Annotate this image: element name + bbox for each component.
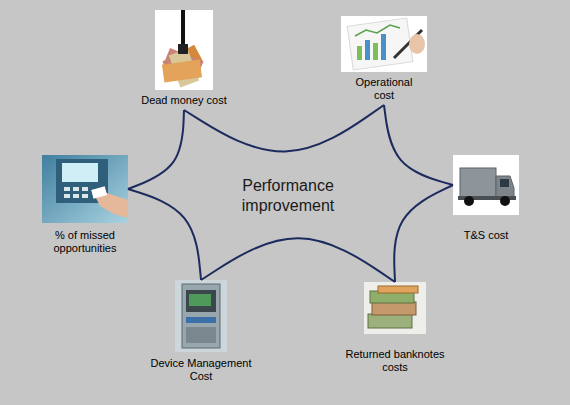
connector-curve [184,105,384,152]
picture-slot [453,155,519,215]
truck-wheel [500,196,510,206]
atm-key [73,187,79,191]
center-label: Performance improvement [228,176,348,216]
node-caption: Dead money cost [141,94,227,107]
device-cabinet [182,284,220,348]
picture-node: Device Management Cost [146,280,256,386]
banknote [162,59,202,82]
photo-ground [175,280,227,352]
device-board [189,294,211,306]
node-caption: % of missed opportunities [45,229,125,255]
atm-screen [62,163,98,182]
connector-curve [201,238,395,282]
dead-money-picture [155,10,213,90]
hand [409,34,425,54]
connector-curve [128,110,184,189]
banknote-stack [378,286,418,293]
chart-bar [373,43,378,60]
photo-ground [364,282,426,334]
truck-window [500,179,509,187]
node-caption: Device Management Cost [146,357,256,383]
atm-key [82,194,88,198]
banknotes-picture [364,282,426,334]
photo-ground [453,155,519,215]
photo-ground [155,10,213,90]
photo-ground [341,16,427,72]
connector-curve [128,189,201,280]
node-caption: T&S cost [453,229,519,242]
atm-panel [56,159,108,203]
cord [181,10,185,48]
truck-picture [453,155,519,215]
device-slot [186,317,216,323]
device-picture [175,280,227,352]
picture-node: % of missed opportunities [42,155,128,258]
connector-curve [384,105,453,185]
atm-picture [42,155,128,223]
picture-node: Dead money cost [141,10,227,110]
picture-slot [364,282,426,334]
connector-curve [394,185,453,282]
node-caption: Returned banknotes costs [340,348,450,374]
atm-key [64,194,70,198]
chart-line [355,25,400,36]
chart-bar [365,40,370,60]
picture-slot [341,16,427,72]
picture-node: T&S cost [453,155,519,245]
device-interior [186,290,216,312]
truck-body [460,168,496,198]
truck-wheel [464,196,474,206]
operational-picture [341,16,427,72]
picture-slot [155,10,213,90]
atm-key [73,194,79,198]
chart-bar [357,46,362,60]
picture-slot [42,155,128,223]
atm-key [64,187,70,191]
node-caption: Operational cost [348,76,420,102]
photo-ground [42,155,128,223]
cord-clip [178,44,188,54]
card [91,186,107,198]
picture-node: Returned banknotes costs [340,282,450,377]
device-cassette [186,327,216,343]
chart-paper [347,18,413,70]
picture-node: Operational cost [341,16,427,105]
chart-bar [381,34,386,60]
atm-key [82,187,88,191]
picture-slot [175,280,227,352]
truck-cab [496,176,514,198]
banknote-stack [372,302,416,315]
banknote-stack [368,314,412,328]
